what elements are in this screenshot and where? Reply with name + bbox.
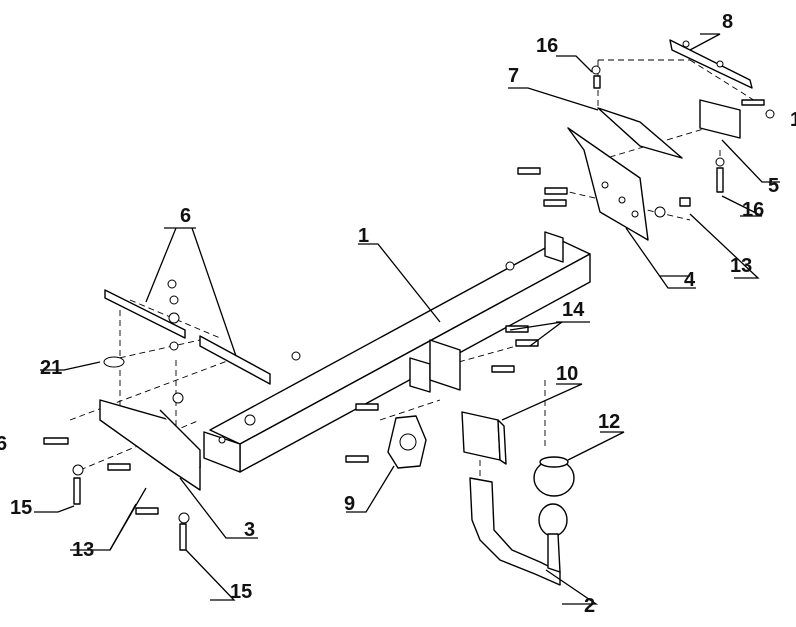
socket-mounting-plate bbox=[387, 415, 427, 469]
right-side-bracket bbox=[567, 127, 649, 241]
callout-2: 2 bbox=[584, 595, 595, 617]
callout-14: 14 bbox=[562, 299, 585, 321]
leader-lines bbox=[34, 33, 780, 605]
ball-cap bbox=[533, 456, 575, 497]
callout-15-bottom: 15 bbox=[230, 581, 252, 603]
callout-12: 12 bbox=[598, 411, 620, 433]
tow-ball-neck bbox=[469, 477, 568, 586]
callout-15-left: 15 bbox=[10, 497, 32, 519]
callout-10: 10 bbox=[556, 363, 578, 385]
left-strap-upper bbox=[104, 289, 186, 339]
callout-5: 5 bbox=[768, 175, 779, 197]
callout-3: 3 bbox=[244, 519, 255, 541]
callout-8: 8 bbox=[722, 11, 733, 33]
callout-1: 1 bbox=[358, 225, 369, 247]
callout-21: 21 bbox=[40, 357, 62, 379]
callout-4: 4 bbox=[684, 269, 696, 291]
callout-13-right: 13 bbox=[730, 255, 752, 277]
callout-7: 7 bbox=[508, 65, 519, 87]
upper-plate-bracket bbox=[597, 107, 683, 159]
main-cross-beam bbox=[203, 231, 591, 473]
callout-16-right: 16 bbox=[742, 199, 764, 221]
callout-6-upper: 6 bbox=[180, 205, 191, 227]
left-side-bracket bbox=[99, 399, 201, 491]
callout-6-edge: 6 bbox=[0, 433, 7, 455]
callout-16-top: 16 bbox=[536, 35, 558, 57]
left-strap-lower bbox=[199, 335, 271, 385]
fasteners bbox=[43, 65, 775, 551]
callout-13-left: 13 bbox=[72, 539, 94, 561]
callout-labels: 1 2 3 4 5 6 6 7 8 9 10 12 13 13 14 15 15… bbox=[0, 11, 796, 617]
coupling-head bbox=[461, 411, 507, 465]
callout-edge-right: 1 bbox=[790, 109, 796, 131]
small-block bbox=[699, 99, 741, 139]
long-strap bbox=[669, 39, 753, 89]
callout-9: 9 bbox=[344, 493, 355, 515]
